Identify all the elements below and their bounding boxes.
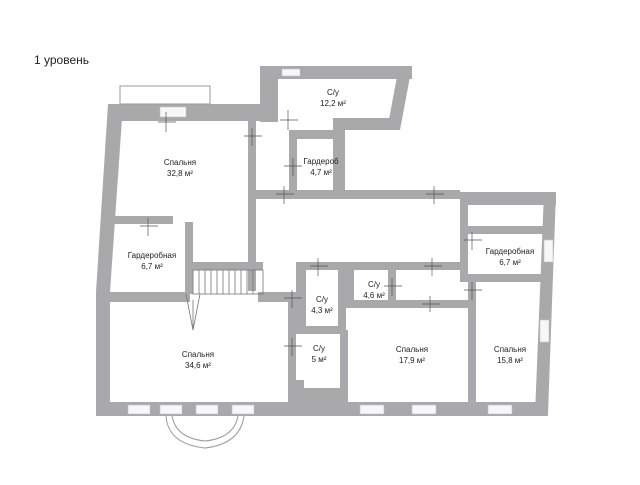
wall-corridor-top [256,190,460,199]
room-name: Спальня [163,158,197,167]
window-top [281,68,301,77]
room-name: Спальня [181,350,215,359]
room-name: Гардеробная [485,247,535,256]
room-area: 4,3 м² [311,306,333,315]
balcony-north [119,85,211,105]
room-area: 32,8 м² [167,169,193,178]
wall-stair-bottom [110,292,190,302]
room-label-bedroom-mid: Спальня 17,9 м² [396,344,428,366]
room-name: С/у [367,280,380,289]
room-area: 4,7 м² [310,168,332,177]
room-area: 4,6 м² [363,291,385,300]
room-name: С/у [313,344,325,353]
room-name: Гардероб [303,157,339,166]
room-label-bath-top: С/у 12,2 м² [320,87,346,109]
room-area: 5 м² [311,355,327,364]
wall-wardrobe-right-bottom [468,274,548,282]
window-south-3 [195,404,219,415]
wall-bedroom-mid-west [340,330,348,402]
room-name: С/у [327,88,339,97]
wall-bath-mid-west [296,262,306,326]
window-nw-1 [159,106,187,118]
outer-wall-top-right [387,66,412,130]
wall-bath-top-south [289,130,339,139]
room-name: Спальня [493,345,527,354]
outer-wall-top-step [333,118,345,192]
window-south-4 [231,404,255,415]
window-east-2 [539,319,550,343]
window-east-1 [543,239,554,263]
window-south-5 [359,404,385,415]
level-title: 1 уровень [34,53,90,67]
room-label-bedroom-nw: Спальня 32,8 м² [164,157,196,179]
outer-wall-east-top [460,192,556,205]
wall-bath-row-top [296,326,346,334]
room-label-bath-small: С/у 4,6 м² [363,279,385,301]
wall-nw-bedroom-east [248,121,256,291]
wall-wardrobe-right-top [468,226,548,234]
room-name: С/у [315,295,328,304]
room-label-bedroom-se: Спальня 15,8 м² [494,344,526,366]
room-area: 12,2 м² [320,99,346,108]
room-label-bedroom-sw: Спальня 34,6 м² [182,349,214,371]
wall-bath-small-top [346,262,464,270]
staircase [185,269,264,331]
room-name: Гардеробная [127,251,177,260]
outer-wall-top-left [260,66,278,122]
room-area: 6,7 м² [141,262,163,271]
wall-stair-top [193,262,263,270]
wall-bath-small-south [346,300,394,308]
room-label-wardrobe-left: Гардеробная 6,7 м² [128,250,176,272]
room-label-bath-mid: С/у 4,3 м² [311,294,333,316]
room-label-wardrobe-right: Гардеробная 6,7 м² [486,246,534,268]
wall-bedroom-mid-east [468,276,476,402]
wall-bath-small-west [346,270,354,308]
outer-wall-top-inner [345,118,400,130]
bay-window-south [165,415,245,449]
door-markers [140,110,482,356]
room-area: 17,9 м² [399,356,425,365]
room-area: 6,7 м² [499,258,521,267]
room-label-bath-low: С/у 5 м² [312,343,327,365]
outer-wall-east [535,192,556,414]
window-south-1 [127,404,151,415]
wall-wardrobe-left-east [185,222,193,294]
outer-wall-west [96,104,123,414]
room-label-wardrobe-top: Гардероб 4,7 м² [303,156,338,178]
wall-wardrobe-left-top [113,216,173,224]
wall-wardrobe-right-west [460,192,468,282]
room-name: Спальня [395,345,429,354]
wall-stair-landing [258,292,298,302]
stair-outline [192,269,264,295]
room-area: 15,8 м² [497,356,523,365]
outlines [119,85,245,449]
wall-bath-mid-east [338,262,346,330]
bay-window-south-inner [171,415,239,442]
windows [127,68,554,415]
window-south-7 [487,404,513,415]
window-south-6 [411,404,437,415]
room-area: 34,6 м² [185,361,211,370]
outer-wall-south-step [288,380,304,416]
window-south-2 [159,404,183,415]
